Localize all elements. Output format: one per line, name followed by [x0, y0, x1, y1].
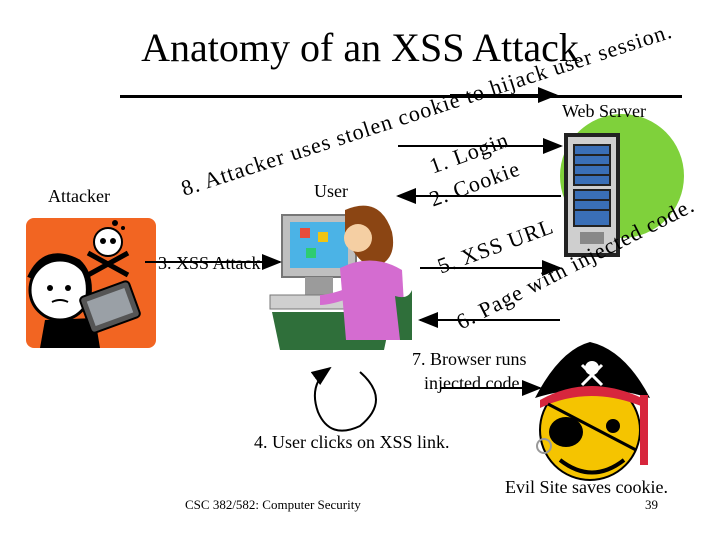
slide-title: Anatomy of an XSS Attack [141, 25, 579, 70]
footer-course: CSC 382/582: Computer Security [185, 497, 361, 512]
attacker-illustration [26, 218, 156, 348]
evil-site-illustration [535, 342, 650, 481]
page-number: 39 [645, 497, 658, 512]
title-divider [120, 95, 682, 98]
user-label: User [314, 181, 348, 201]
evil-site-label: Evil Site saves cookie. [505, 477, 668, 497]
web-server-illustration [560, 114, 684, 257]
arrow-user-clicks-loop [310, 366, 377, 432]
step-3-label: 3. XSS Attack [158, 253, 261, 273]
step-7-label-line2: injected code. [424, 373, 524, 393]
attacker-label: Attacker [48, 186, 110, 206]
skull-crossbones-icon [580, 361, 604, 387]
step-4-label: 4. User clicks on XSS link. [254, 432, 450, 452]
flow-arrows [145, 87, 563, 432]
user-illustration [269, 205, 412, 350]
skull-crossbones-icon [86, 220, 130, 278]
step-7-label-line1: 7. Browser runs [412, 349, 527, 369]
web-server-label: Web Server [562, 101, 647, 121]
